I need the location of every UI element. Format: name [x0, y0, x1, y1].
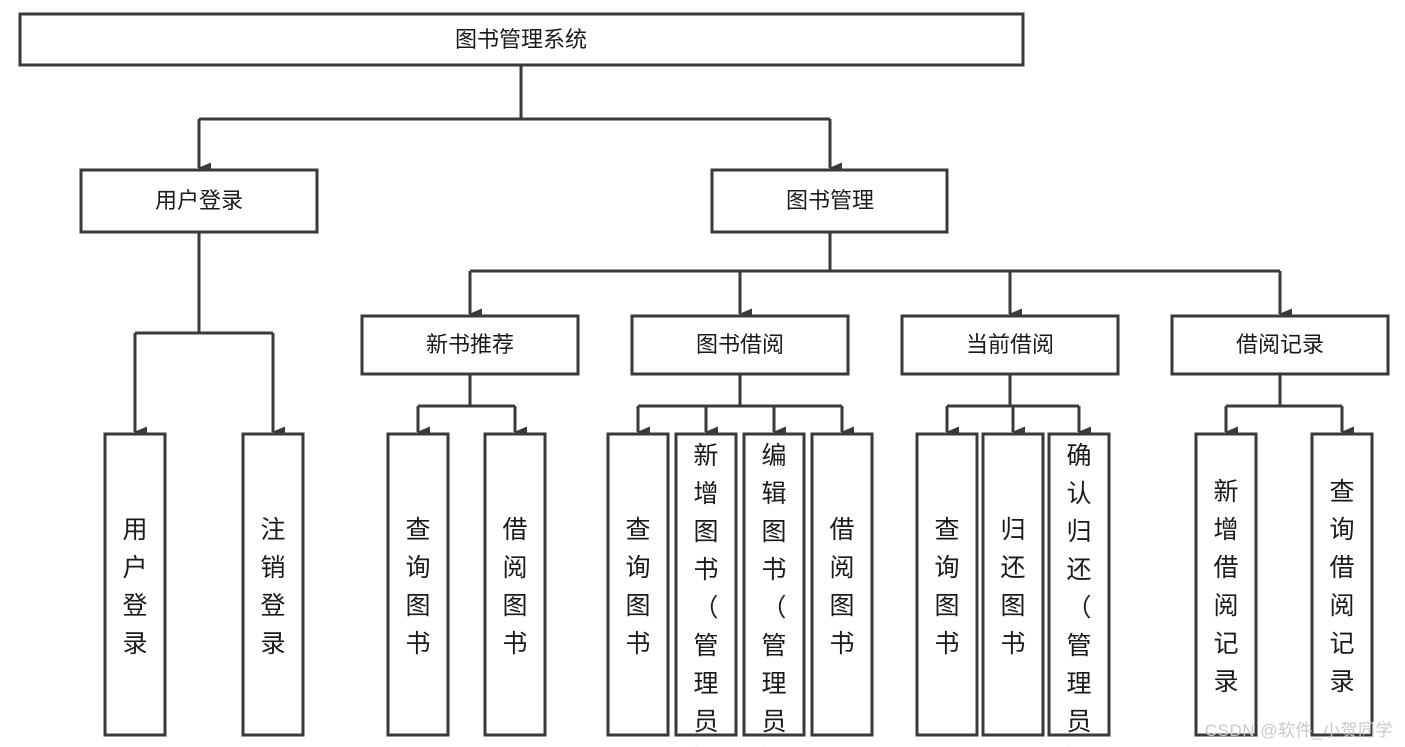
leaf-node-label: 新增图书（管理员） — [693, 442, 718, 747]
leaf-node[interactable]: 查询借阅记录 — [1310, 432, 1374, 737]
leaf-node-box[interactable] — [1047, 432, 1111, 737]
leaf-node[interactable]: 编辑图书（管理员） — [742, 432, 806, 747]
node-new-book-rec-box[interactable] — [360, 314, 580, 376]
leaf-node-label: 查询借阅记录 — [1329, 478, 1354, 696]
leaf-node[interactable]: 查询图书 — [915, 432, 979, 737]
leaf-node-label: 注销登录 — [260, 516, 285, 658]
leaf-node[interactable]: 查询图书 — [606, 432, 670, 737]
leaf-node-box[interactable] — [810, 432, 874, 737]
node-root-label: 图书管理系统 — [455, 27, 587, 52]
node-book-manage[interactable]: 图书管理 — [710, 168, 949, 234]
leaf-node[interactable]: 查询图书 — [386, 432, 450, 737]
leaf-node-label: 用户登录 — [122, 516, 147, 658]
leaf-node-box[interactable] — [483, 432, 547, 737]
leaf-node[interactable]: 归还图书 — [981, 432, 1045, 737]
node-borrow-record-label: 借阅记录 — [1236, 332, 1324, 357]
node-new-book-rec-label: 新书推荐 — [426, 332, 514, 357]
node-current-borrow-label: 当前借阅 — [966, 332, 1054, 357]
watermark: CSDN @软件_小贺同学 — [1204, 721, 1393, 740]
node-borrow-record-box[interactable] — [1170, 314, 1390, 376]
leaf-node-label: 查询图书 — [625, 516, 650, 658]
leaf-node-box[interactable] — [386, 432, 450, 737]
node-user-login[interactable]: 用户登录 — [79, 168, 319, 234]
leaf-node-box[interactable] — [1194, 432, 1258, 737]
leaf-node[interactable]: 新增图书（管理员） — [674, 432, 738, 747]
leaf-node-label: 归还图书 — [1000, 516, 1025, 658]
node-current-borrow-box[interactable] — [900, 314, 1120, 376]
leaf-nodes: 用户登录 注销登录 查询图书 借阅图书 查询图书 新增图书（管理员） 编辑图书（管理员） 借阅… — [103, 432, 1374, 747]
leaf-node-box[interactable] — [606, 432, 670, 737]
node-root-box[interactable] — [18, 12, 1025, 67]
leaf-node-label: 借阅图书 — [502, 516, 527, 658]
leaf-node[interactable]: 新增借阅记录 — [1194, 432, 1258, 737]
leaf-node-label: 借阅图书 — [829, 516, 854, 658]
leaf-node[interactable]: 借阅图书 — [483, 432, 547, 737]
node-borrow-record[interactable]: 借阅记录 — [1170, 314, 1390, 376]
leaf-node-box[interactable] — [742, 432, 806, 737]
node-user-login-label: 用户登录 — [155, 188, 243, 213]
leaf-node[interactable]: 注销登录 — [241, 432, 305, 737]
leaf-node-box[interactable] — [981, 432, 1045, 737]
leaf-node-label: 新增借阅记录 — [1213, 478, 1238, 696]
leaf-node[interactable]: 用户登录 — [103, 432, 167, 737]
node-book-manage-box[interactable] — [710, 168, 949, 234]
leaf-node-label: 确认归还（管理员） — [1066, 442, 1091, 747]
node-new-book-rec[interactable]: 新书推荐 — [360, 314, 580, 376]
connectors — [133, 65, 1354, 438]
node-root[interactable]: 图书管理系统 — [18, 12, 1025, 67]
node-book-manage-label: 图书管理 — [786, 188, 874, 213]
leaf-node-label: 编辑图书（管理员） — [761, 442, 786, 747]
leaf-node-box[interactable] — [103, 432, 167, 737]
leaf-node[interactable]: 确认归还（管理员） — [1047, 432, 1111, 747]
leaf-node-box[interactable] — [915, 432, 979, 737]
node-current-borrow[interactable]: 当前借阅 — [900, 314, 1120, 376]
node-book-borrow-box[interactable] — [630, 314, 850, 376]
leaf-node-label: 查询图书 — [934, 516, 959, 658]
node-user-login-box[interactable] — [79, 168, 319, 234]
leaf-node-box[interactable] — [674, 432, 738, 737]
node-book-borrow[interactable]: 图书借阅 — [630, 314, 850, 376]
node-book-borrow-label: 图书借阅 — [696, 332, 784, 357]
leaf-node[interactable]: 借阅图书 — [810, 432, 874, 737]
leaf-node-box[interactable] — [1310, 432, 1374, 737]
leaf-node-label: 查询图书 — [405, 516, 430, 658]
leaf-node-box[interactable] — [241, 432, 305, 737]
